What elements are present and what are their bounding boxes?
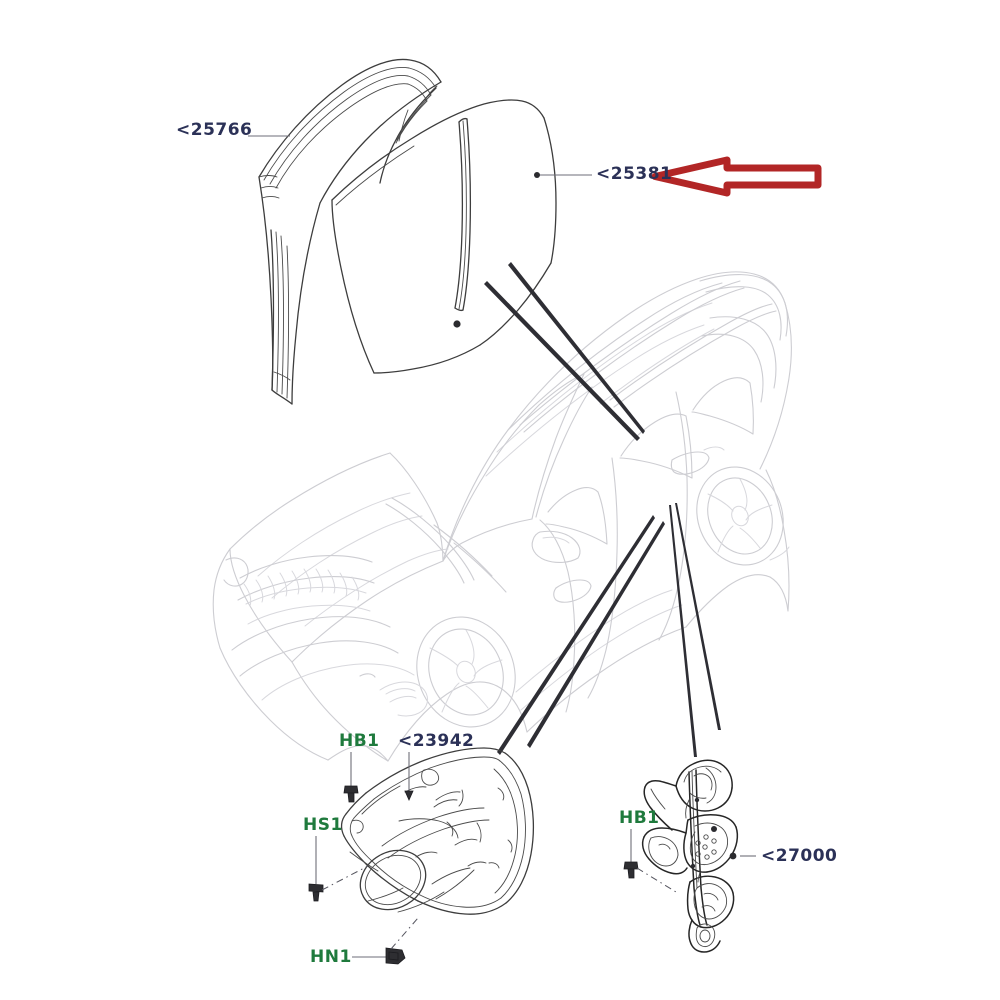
fasteners-group [308,752,756,965]
bolt-hb1-water-shield [343,752,359,803]
glass-run-channel-strip [454,117,472,312]
label-regulator-bolt[interactable]: HB1 [619,808,660,828]
door-glass-part [331,99,557,374]
nut-hn1-water-shield [352,917,419,965]
label-door-glass[interactable]: <25381 [596,164,673,184]
bolt-hb1-regulator [623,829,677,893]
label-window-regulator[interactable]: <27000 [761,846,838,866]
window-regulator-part [641,759,739,953]
screw-hs1-water-shield [308,836,369,902]
label-water-shield-bolt[interactable]: HB1 [339,731,380,751]
label-water-shield[interactable]: <23942 [398,731,475,751]
label-water-shield-screw[interactable]: HS1 [303,815,343,835]
leader-lines [248,135,721,757]
door-water-shield-part [340,747,535,915]
label-door-frame-seal[interactable]: <25766 [176,120,253,140]
label-water-shield-nut[interactable]: HN1 [310,947,352,967]
red-callout-arrow [651,156,822,197]
door-frame-weatherstrip-part [258,58,442,405]
